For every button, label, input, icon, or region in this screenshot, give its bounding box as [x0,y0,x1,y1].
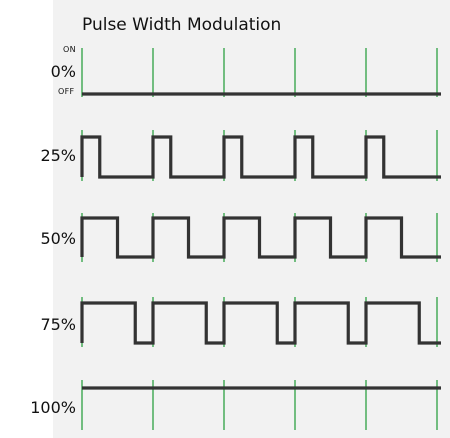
row-label-50: 50% [40,229,76,248]
row-label-25: 25% [40,146,76,165]
row-label-0: 0% [50,62,76,81]
waveform-75pct [80,301,441,345]
row-label-100: 100% [30,398,76,417]
on-level-label: ON [63,45,76,54]
row-label-75: 75% [40,315,76,334]
diagram-title: Pulse Width Modulation [82,15,282,35]
waveform-25pct [80,135,441,179]
waveform-50pct [80,216,441,259]
off-level-label: OFF [58,87,75,96]
